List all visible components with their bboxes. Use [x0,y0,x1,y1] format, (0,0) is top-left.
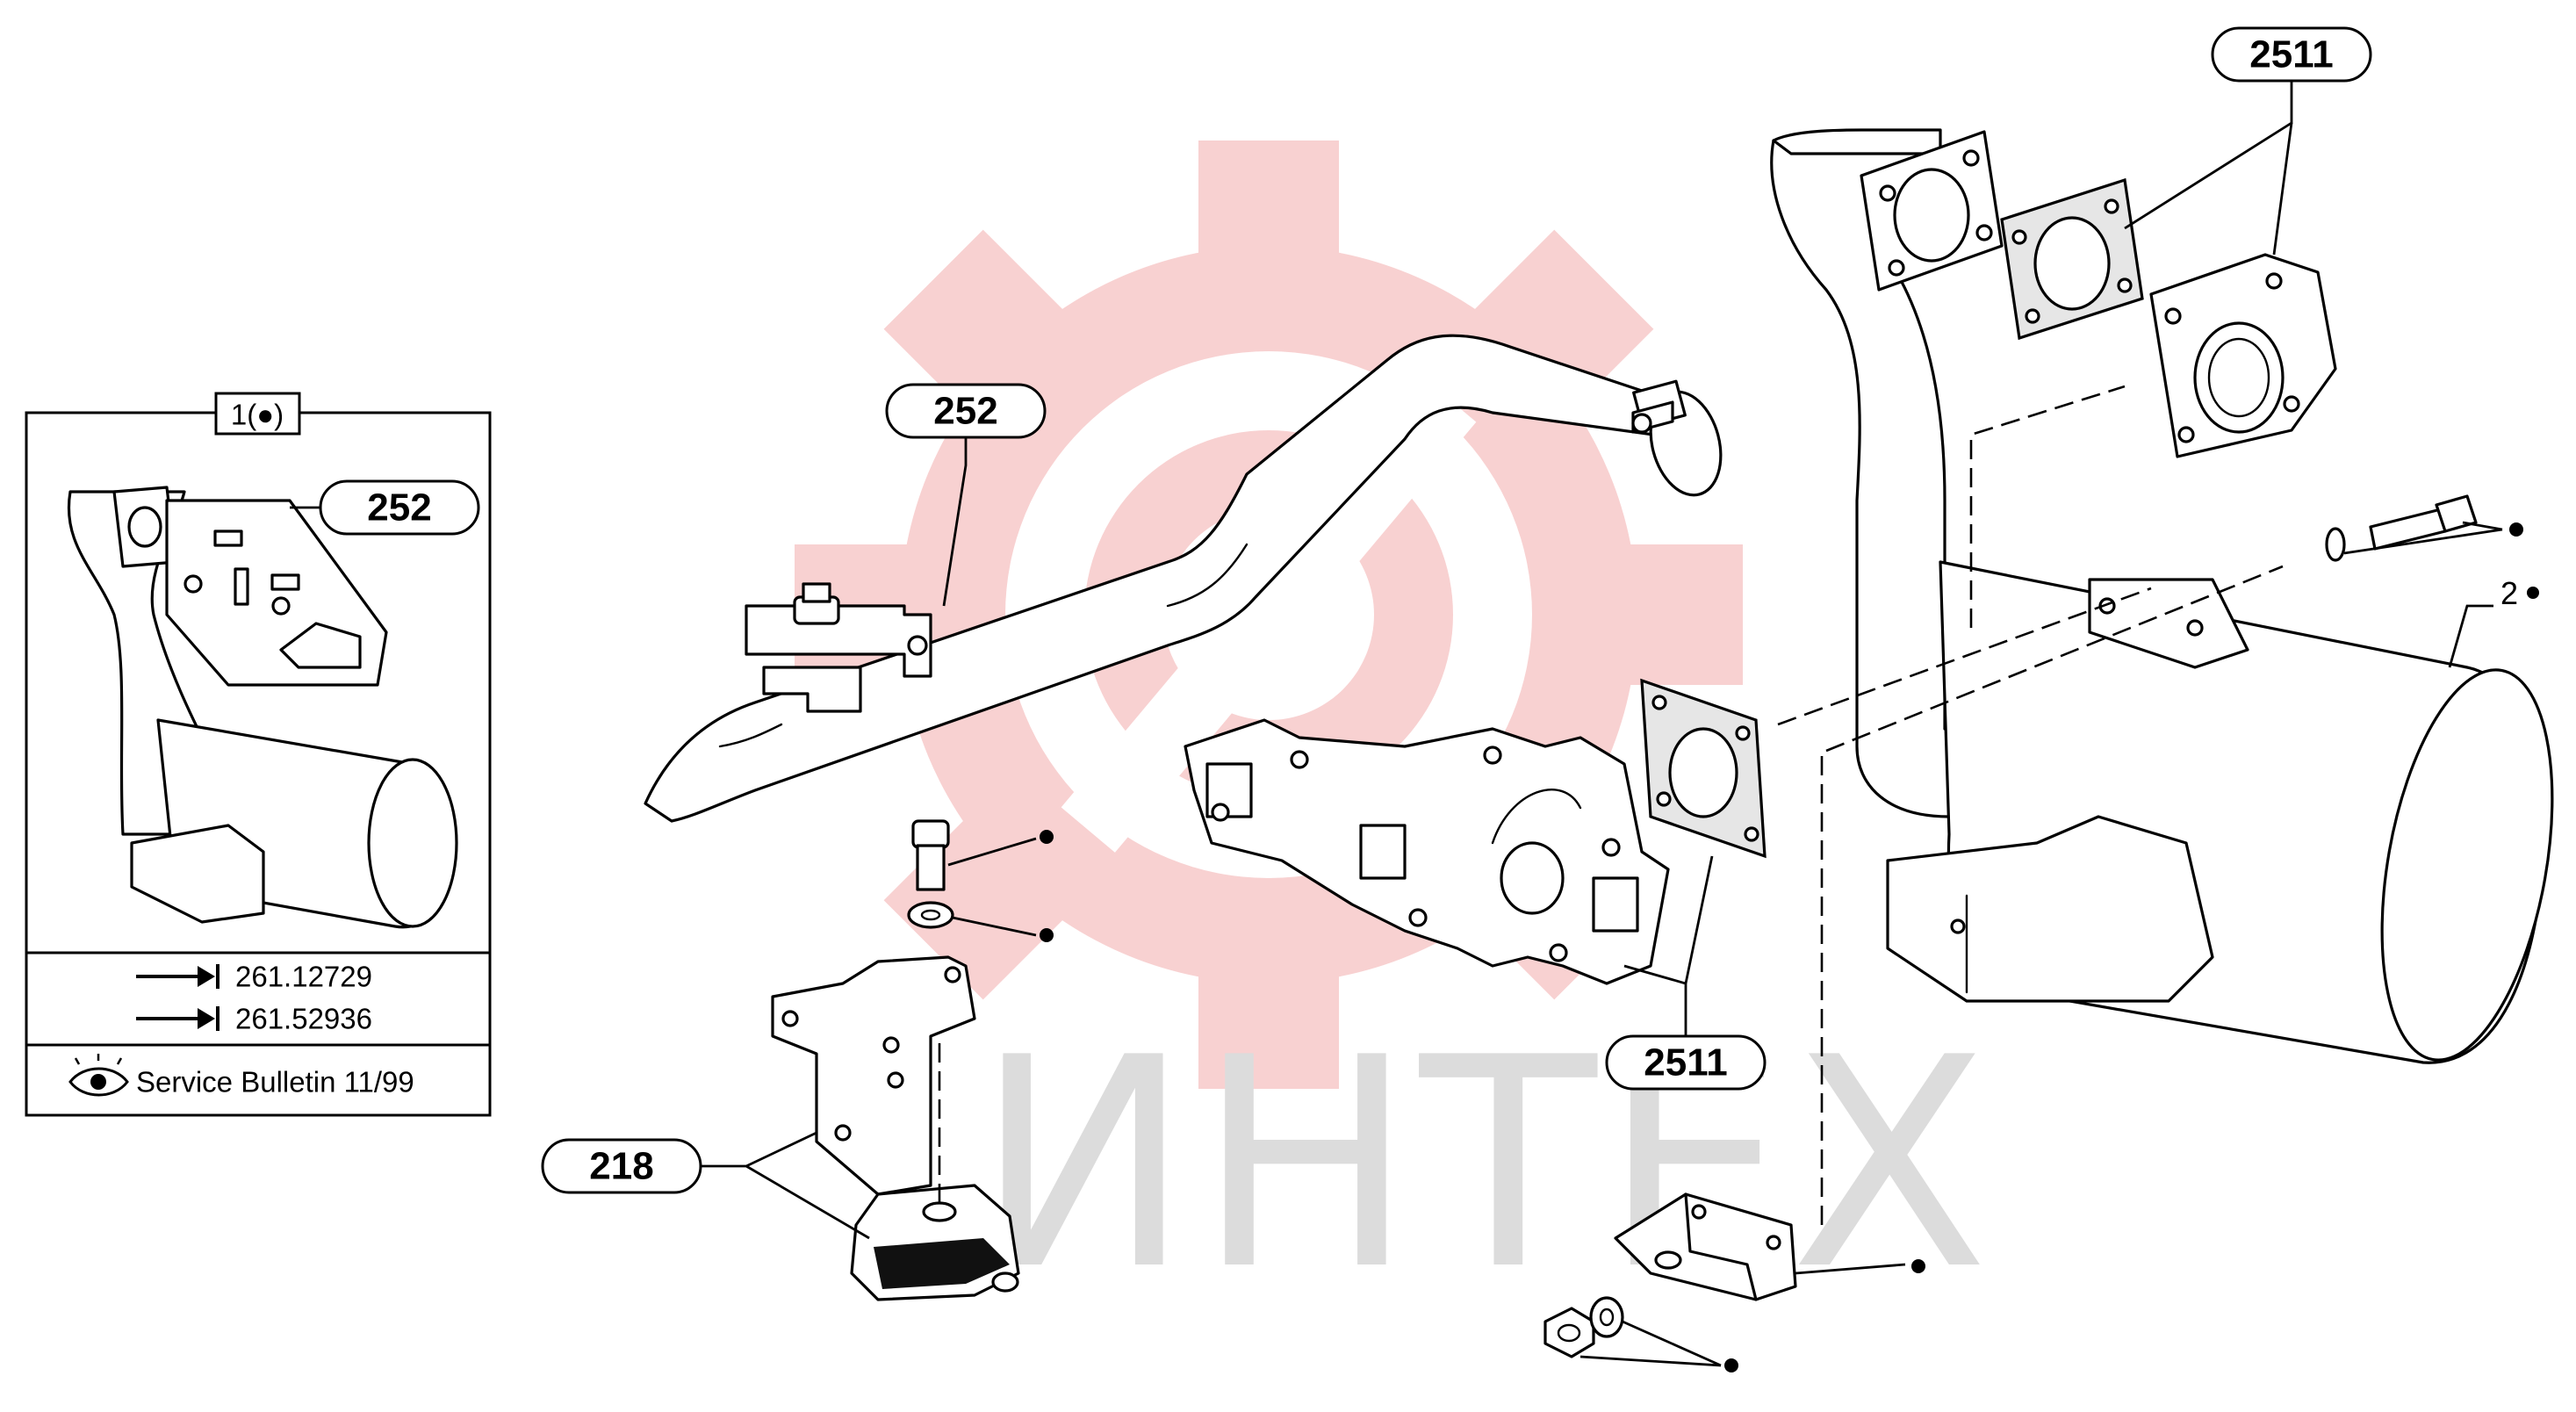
assembly-dash-lines [1777,385,2284,1225]
arrow-into-bar-icon [136,1006,219,1031]
bolt-right [2325,494,2523,562]
manifold-gasket [1640,678,1767,859]
nut-and-washer [1543,1296,1738,1372]
callout-252-inset: 252 [290,479,480,536]
callout-252-main: 252 [885,383,1047,607]
ref-code: 261.52936 [235,1003,372,1035]
kit-inset-panel: 1(●) 252 261.12729 [25,392,492,1117]
rubber-mount [850,1036,1020,1301]
exhaust-pipe [644,334,1723,823]
muffler [1886,560,2554,1064]
inset-title: 1(●) [231,399,284,431]
manifold-bolt [907,819,1054,942]
ref-row-2: 261.52936 [136,1003,372,1035]
pipe-flange [1860,130,2004,292]
svg-text:2511: 2511 [2249,33,2333,76]
ref-code: 261.12729 [235,961,372,993]
svg-text:252: 252 [367,486,431,530]
svg-text:252: 252 [933,390,997,433]
callout-2511-top: 2511 [2124,26,2372,256]
service-bulletin-text: Service Bulletin 11/99 [136,1066,414,1099]
arrow-into-bar-icon [136,964,219,989]
callout-2: 2 [2448,575,2539,668]
callout-218: 218 [541,1131,870,1240]
callout-2511-bottom: 2511 [1605,855,1767,1091]
exhaust-manifold [1184,718,1670,985]
service-bulletin-row: Service Bulletin 11/99 [68,1054,414,1099]
svg-text:2: 2 [2500,575,2518,611]
flange-gasket-top [2000,177,2144,341]
watermark-text: ИНТЕХ [975,996,1994,1333]
svg-text:218: 218 [589,1145,653,1188]
pipe-support-bracket [745,582,932,713]
svg-text:2511: 2511 [1644,1041,1727,1084]
ref-row-1: 261.12729 [136,961,372,993]
eye-icon [68,1054,129,1097]
lower-bracket [1614,1192,1925,1301]
adapter-flange [2149,253,2337,458]
engine-mount-bracket [771,955,976,1196]
